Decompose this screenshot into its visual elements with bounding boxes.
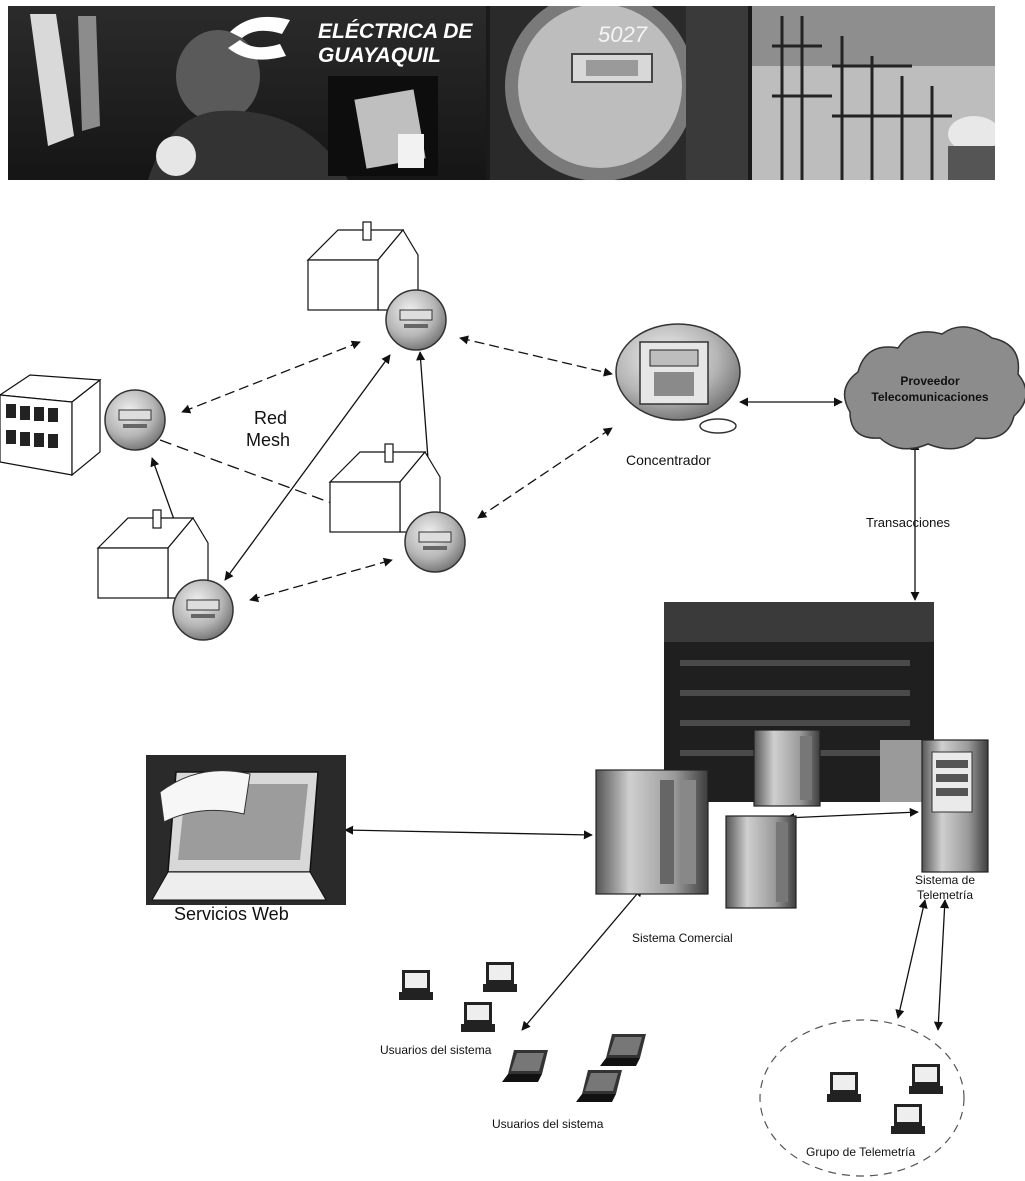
link-servicios-web-to-sistema-comercial — [344, 825, 593, 840]
server-icon-lower — [725, 815, 797, 909]
concentrador-label: Concentrador — [626, 452, 711, 468]
link-sistema-comercial-to-usuarios — [521, 887, 643, 1031]
sistema-telemetria-label-line2: Telemetría — [917, 888, 973, 902]
servicios-web-label: Servicios Web — [174, 904, 289, 924]
link-meter-top-to-concentrador — [459, 335, 613, 377]
grupo-telemetria-group — [759, 1019, 965, 1177]
office-scene-image: ELÉCTRICA DE GUAYAQUIL — [30, 14, 473, 180]
laptop-icon-2 — [600, 1034, 646, 1066]
link-meter-top-to-meter-bottom — [224, 354, 391, 581]
link-meter-bottom-to-meter-right — [249, 557, 393, 603]
substation-image — [752, 6, 995, 180]
grupo-telemetria-label: Grupo de Telemetría — [806, 1145, 915, 1159]
office-building-photo — [664, 602, 934, 802]
meter-number-text: 5027 — [598, 22, 648, 47]
sistema-comercial-server-icon — [595, 769, 709, 895]
banner-photo-office: ELÉCTRICA DE GUAYAQUIL — [8, 6, 486, 180]
proveedor-label-line1: Proveedor — [900, 374, 960, 388]
sistema-telemetria-label-line1: Sistema de — [915, 873, 975, 887]
proveedor-cloud-icon — [843, 326, 1025, 450]
telemetria-server-icon — [921, 739, 989, 873]
usuarios-desktop-group — [399, 962, 517, 1032]
red-mesh-label-line2: Mesh — [246, 430, 290, 450]
smart-meter-icon-left — [104, 389, 166, 451]
desktop-pc-icon-6 — [891, 1104, 925, 1134]
desktop-pc-icon-1 — [399, 970, 433, 1000]
servicios-web-laptop-photo — [146, 755, 346, 905]
link-telemetria-to-grupo-b — [933, 899, 950, 1031]
desktop-pc-icon-4 — [827, 1072, 861, 1102]
desktop-pc-icon-3 — [461, 1002, 495, 1032]
red-mesh-label-line1: Red — [254, 408, 287, 428]
link-servers-to-telemetria — [785, 807, 919, 823]
banner-photo-substation — [752, 6, 995, 180]
logo-text-line1: ELÉCTRICA DE — [318, 20, 473, 43]
link-meter-left-to-meter-right — [159, 439, 346, 509]
smart-meter-icon-right — [404, 511, 466, 573]
concentrador-meter-icon — [615, 323, 741, 434]
proveedor-label-line2: Telecomunicaciones — [871, 390, 988, 404]
laptop-icon-1 — [502, 1050, 548, 1082]
desktop-pc-icon-2 — [483, 962, 517, 992]
server-icon-small — [753, 729, 821, 807]
link-meter-top-to-meter-left — [181, 340, 361, 414]
banner-photo-meter: 5027 — [490, 6, 748, 180]
desktop-pc-icon-5 — [909, 1064, 943, 1094]
sistema-comercial-label: Sistema Comercial — [632, 931, 733, 945]
smart-meter-icon-top — [385, 289, 447, 351]
usuarios-laptop-group — [502, 1034, 646, 1102]
usuarios-sistema-label-1: Usuarios del sistema — [380, 1043, 492, 1057]
link-telemetria-to-grupo-a — [895, 899, 928, 1019]
apartment-building-icon — [0, 374, 102, 477]
transacciones-label: Transacciones — [866, 515, 951, 530]
logo-text-line2: GUAYAQUIL — [318, 44, 441, 67]
smart-meter-icon-bottom — [172, 579, 234, 641]
header-banner: ELÉCTRICA DE GUAYAQUIL 5027 — [8, 6, 995, 180]
laptop-icon-3 — [576, 1070, 622, 1102]
meter-closeup-image: 5027 — [505, 6, 748, 180]
link-meter-right-to-concentrador — [477, 427, 613, 519]
usuarios-sistema-label-2: Usuarios del sistema — [492, 1117, 604, 1131]
